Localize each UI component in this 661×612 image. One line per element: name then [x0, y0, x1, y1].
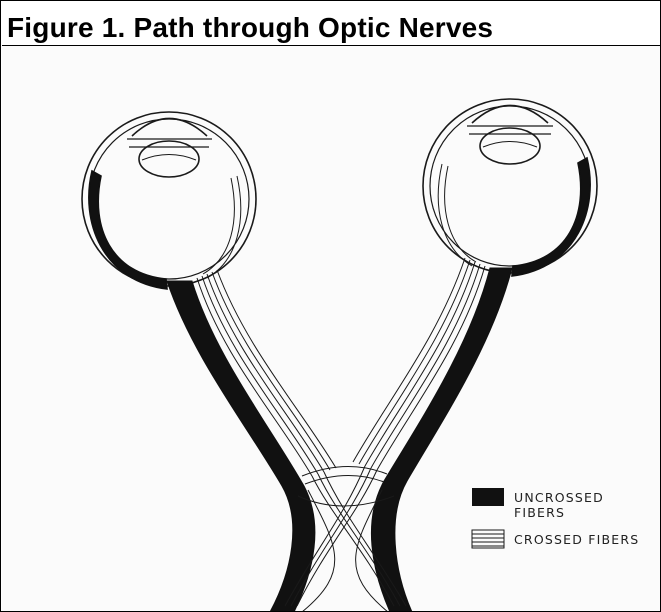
left-uncrossed-tract — [167, 281, 315, 612]
right-uncrossed-tract — [371, 268, 512, 612]
left-eye — [82, 112, 256, 289]
right-retina-uncrossed — [512, 158, 590, 276]
figure-illustration: UNCROSSED FIBERS CROSSED FIBERS — [2, 45, 660, 612]
legend-crossed-label: CROSSED FIBERS — [514, 532, 639, 547]
legend-uncrossed-label: UNCROSSED FIBERS — [514, 490, 660, 520]
legend-uncrossed-swatch — [472, 488, 504, 506]
right-eye — [423, 99, 597, 276]
optic-nerve-diagram — [2, 46, 660, 612]
figure-title: Figure 1. Path through Optic Nerves — [7, 11, 493, 45]
left-retina-uncrossed — [89, 171, 167, 289]
legend-crossed-swatch — [472, 530, 504, 548]
